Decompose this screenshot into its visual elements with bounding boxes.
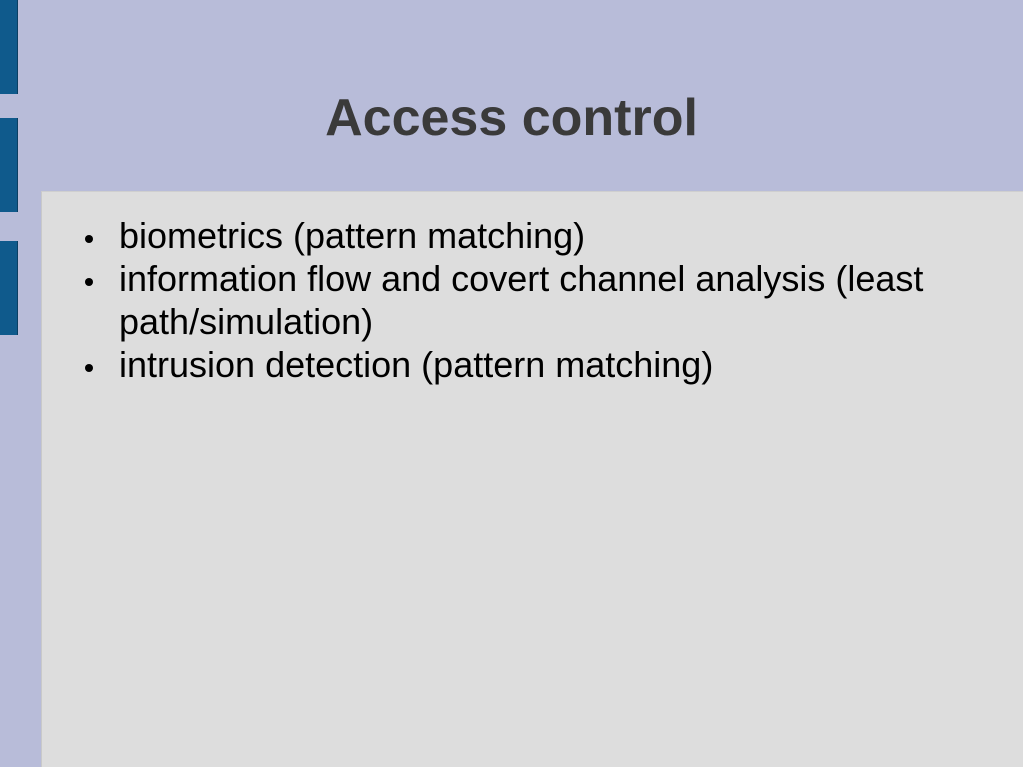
bullet-text: information flow and covert channel anal… <box>119 258 924 342</box>
accent-bar-middle <box>0 118 18 212</box>
bullet-dot-icon <box>85 278 93 286</box>
slide-title: Access control <box>325 89 698 147</box>
bullet-text: intrusion detection (pattern matching) <box>119 344 714 385</box>
bullet-item: biometrics (pattern matching) <box>85 214 985 257</box>
bullet-dot-icon <box>85 364 93 372</box>
bullet-list: biometrics (pattern matching) informatio… <box>85 214 985 386</box>
bullet-item: information flow and covert channel anal… <box>85 257 985 343</box>
bullet-text: biometrics (pattern matching) <box>119 215 586 256</box>
bullet-item: intrusion detection (pattern matching) <box>85 343 985 386</box>
accent-bar-top <box>0 0 18 94</box>
content-panel: biometrics (pattern matching) informatio… <box>41 191 1023 767</box>
accent-bar-bottom <box>0 241 18 335</box>
bullet-dot-icon <box>85 235 93 243</box>
